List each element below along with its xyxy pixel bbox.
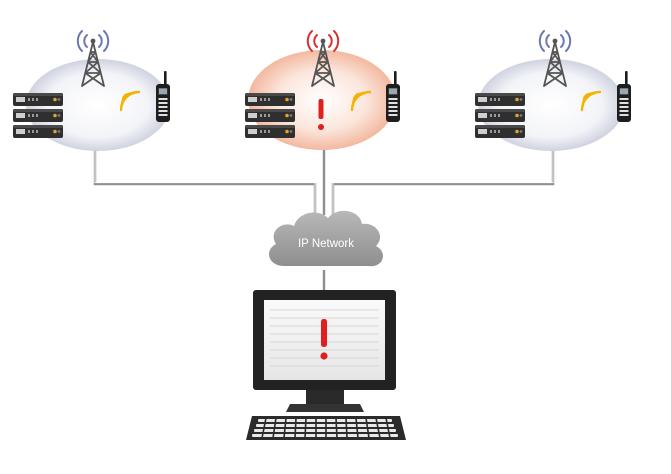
alert-log-lines xyxy=(270,309,379,367)
site-center xyxy=(245,30,400,150)
exclamation-icon xyxy=(318,99,324,130)
tower-right xyxy=(538,30,572,87)
monitor-base xyxy=(286,404,364,412)
walkie-talkie-icon xyxy=(156,71,170,122)
rack-server-icon xyxy=(13,93,63,106)
console-workstation xyxy=(246,290,406,440)
server-stack-left xyxy=(13,93,63,138)
walkie-talkie-icon xyxy=(617,71,631,122)
ip-network-cloud: IP Network xyxy=(269,210,383,267)
exclamation-icon xyxy=(320,319,328,360)
rack-server-icon xyxy=(475,125,525,138)
network-label: IP Network xyxy=(298,238,354,250)
signal-icon xyxy=(538,30,572,52)
server-stack-right xyxy=(475,93,525,138)
tower-left xyxy=(76,30,110,87)
keyboard-icon xyxy=(246,416,406,440)
rack-server-icon xyxy=(13,109,63,122)
rack-server-icon xyxy=(13,125,63,138)
keyboard-key-gaps xyxy=(261,417,391,439)
monitor-icon xyxy=(253,290,396,412)
rack-server-icon xyxy=(245,109,295,122)
rack-server-icon xyxy=(245,93,295,106)
site-left xyxy=(13,30,170,151)
tower-center xyxy=(306,30,340,87)
rack-server-icon xyxy=(475,93,525,106)
keyboard-keys xyxy=(252,419,398,437)
site-right xyxy=(475,30,631,151)
signal-icon xyxy=(76,30,110,52)
signal-alarm-icon xyxy=(306,30,340,52)
cloud-icon xyxy=(269,210,383,267)
rack-server-icon xyxy=(245,125,295,138)
server-stack-center xyxy=(245,93,295,138)
monitor-stand xyxy=(306,390,344,404)
rack-server-icon xyxy=(475,109,525,122)
